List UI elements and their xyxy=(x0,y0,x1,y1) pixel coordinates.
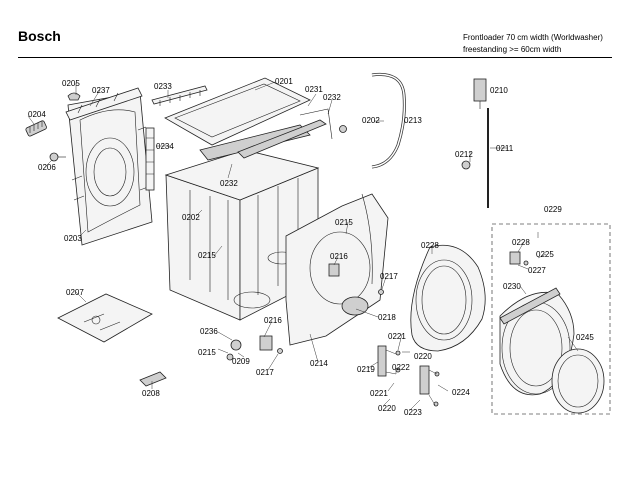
label-0211: 0211 xyxy=(496,144,514,153)
label-0203: 0203 xyxy=(64,234,82,243)
label-0232-top: 0232 xyxy=(323,93,341,102)
label-0228-assy: 0228 xyxy=(512,238,530,247)
label-0229: 0229 xyxy=(544,205,562,214)
label-0232-mid: 0232 xyxy=(220,179,238,188)
label-0219: 0219 xyxy=(357,365,375,374)
model-width-note: freestanding >= 60cm width xyxy=(463,45,562,54)
base-plate xyxy=(57,293,153,343)
brand-title: Bosch xyxy=(18,28,61,44)
leader-lines xyxy=(27,81,579,411)
label-0204: 0204 xyxy=(28,110,46,119)
label-0230: 0230 xyxy=(503,282,521,291)
label-0234: 0234 xyxy=(156,142,174,151)
label-0209: 0209 xyxy=(232,357,250,366)
label-0208: 0208 xyxy=(142,389,160,398)
screw-part xyxy=(49,152,66,162)
side-rail xyxy=(145,127,155,191)
door-assembly-box xyxy=(491,223,611,415)
label-0224: 0224 xyxy=(452,388,470,397)
small-screws xyxy=(226,289,384,361)
label-0216-side: 0216 xyxy=(330,252,348,261)
label-0228-ring: 0228 xyxy=(421,241,439,250)
label-0210: 0210 xyxy=(490,86,508,95)
label-0245: 0245 xyxy=(576,333,594,342)
hose-connector xyxy=(25,120,47,137)
part-labels: 0205 0237 0233 0201 0231 0232 0202 0213 … xyxy=(28,77,594,417)
label-0215-side: 0215 xyxy=(335,218,353,227)
label-0216-front: 0216 xyxy=(264,316,282,325)
label-0201: 0201 xyxy=(275,77,293,86)
label-0220-top: 0220 xyxy=(414,352,432,361)
label-0212: 0212 xyxy=(455,150,473,159)
label-0236: 0236 xyxy=(200,327,218,336)
label-0237: 0237 xyxy=(92,86,110,95)
label-0218: 0218 xyxy=(378,313,396,322)
foot-bracket xyxy=(139,371,167,387)
label-0231: 0231 xyxy=(305,85,323,94)
top-cover xyxy=(164,77,311,146)
label-0221-bottom: 0221 xyxy=(370,389,388,398)
label-0220-bottom: 0220 xyxy=(378,404,396,413)
label-0202-top: 0202 xyxy=(362,116,380,125)
label-0202-mid: 0202 xyxy=(182,213,200,222)
label-0222: 0222 xyxy=(392,363,410,372)
label-0217-front: 0217 xyxy=(256,368,274,377)
label-0225: 0225 xyxy=(536,250,554,259)
door-ring xyxy=(410,244,486,352)
label-0227: 0227 xyxy=(528,266,546,275)
top-bar xyxy=(237,108,333,159)
inlet-valve xyxy=(461,78,489,208)
door-clip xyxy=(259,263,340,351)
label-0207: 0207 xyxy=(66,288,84,297)
drain-hose xyxy=(371,72,406,169)
label-0214: 0214 xyxy=(310,359,328,368)
clip-part xyxy=(67,92,81,101)
label-0221-top: 0221 xyxy=(388,332,406,341)
label-0205: 0205 xyxy=(62,79,80,88)
cable-strip xyxy=(151,85,208,106)
label-0217-side: 0217 xyxy=(380,272,398,281)
door-assembly xyxy=(499,251,605,414)
label-0223: 0223 xyxy=(404,408,422,417)
header-rule xyxy=(18,57,612,58)
label-0206: 0206 xyxy=(38,163,56,172)
label-0213: 0213 xyxy=(404,116,422,125)
model-description: Frontloader 70 cm width (Worldwasher) xyxy=(463,33,603,42)
rear-bracket xyxy=(65,87,143,121)
label-0233: 0233 xyxy=(154,82,172,91)
label-0215-body: 0215 xyxy=(198,251,216,260)
door-lock-parts xyxy=(377,345,440,407)
label-0215-front: 0215 xyxy=(198,348,216,357)
